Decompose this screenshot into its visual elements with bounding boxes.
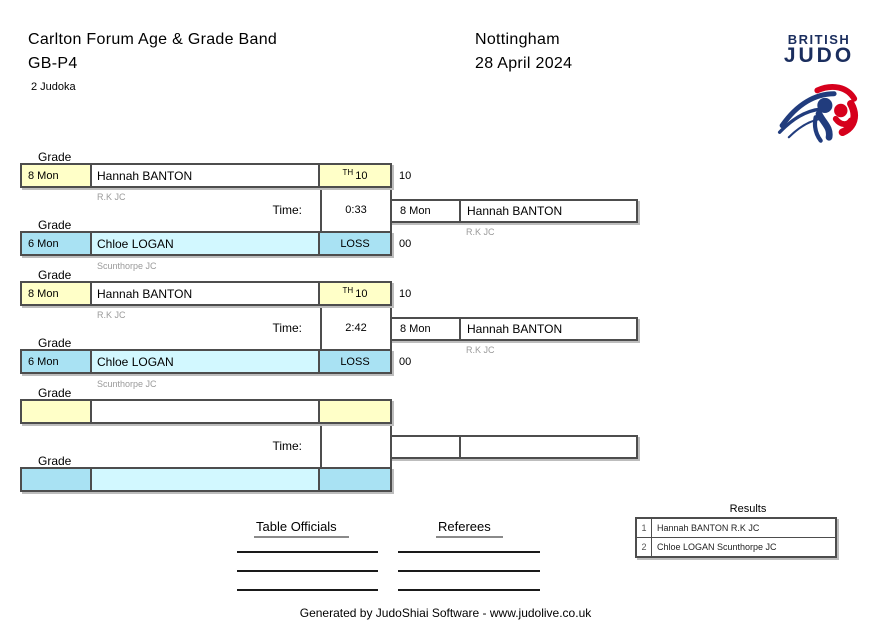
match-bracket-3: Grade Time: Grade bbox=[0, 386, 891, 516]
winner-name-cell bbox=[461, 437, 636, 457]
winner-club: R.K JC bbox=[466, 345, 495, 355]
player1-points: 10 bbox=[399, 170, 412, 182]
player1-points: 10 bbox=[399, 288, 412, 300]
score-value: LOSS bbox=[340, 355, 370, 368]
signature-line bbox=[237, 551, 378, 553]
time-value-cell bbox=[320, 422, 392, 469]
result-name: Chloe LOGAN Scunthorpe JC bbox=[657, 542, 777, 552]
grade-label: Grade bbox=[38, 218, 72, 232]
player1-grade-cell: 8 Mon bbox=[22, 283, 92, 304]
player2-name-cell: Chloe LOGAN bbox=[92, 351, 320, 372]
winner-box: 8 Mon Hannah BANTON bbox=[390, 199, 638, 223]
player1-score-cell bbox=[320, 401, 390, 422]
time-value-cell: 0:33 bbox=[320, 186, 392, 233]
winner-grade-cell: 8 Mon bbox=[392, 319, 461, 339]
result-name: Hannah BANTON R.K JC bbox=[657, 523, 760, 533]
judo-figure-icon bbox=[777, 84, 858, 143]
signature-line bbox=[237, 570, 378, 572]
player2-points: 00 bbox=[399, 356, 412, 368]
table-officials-heading: Table Officials bbox=[254, 519, 349, 538]
player2-name-cell bbox=[92, 469, 320, 490]
player1-club: R.K JC bbox=[97, 310, 126, 320]
grade-label: Grade bbox=[38, 268, 72, 282]
score-value: 10 bbox=[355, 169, 368, 182]
category-code: GB-P4 bbox=[28, 55, 78, 72]
time-label: Time: bbox=[272, 439, 302, 453]
results-title: Results bbox=[729, 503, 767, 515]
signature-line bbox=[237, 589, 378, 591]
logo-text-judo: JUDO bbox=[783, 44, 855, 67]
referees-heading: Referees bbox=[436, 519, 503, 538]
score-value: LOSS bbox=[340, 237, 370, 250]
grade-label: Grade bbox=[38, 336, 72, 350]
grade-label: Grade bbox=[38, 150, 72, 164]
player2-row: 6 Mon Chloe LOGAN LOSS bbox=[20, 349, 392, 374]
player1-name-cell bbox=[92, 401, 320, 422]
winner-name-cell: Hannah BANTON bbox=[467, 322, 563, 336]
player1-name-cell: Hannah BANTON bbox=[92, 283, 320, 304]
winner-grade-cell bbox=[392, 437, 461, 457]
judoka-count: 2 Judoka bbox=[31, 81, 76, 93]
logo-text-british: BRITISH bbox=[787, 32, 851, 47]
score-code: TH bbox=[342, 168, 354, 177]
time-value-cell: 2:42 bbox=[320, 304, 392, 351]
player2-club: Scunthorpe JC bbox=[97, 379, 157, 389]
page-title: Carlton Forum Age & Grade Band bbox=[28, 31, 278, 48]
winner-grade-cell: 8 Mon bbox=[392, 201, 461, 221]
signature-line bbox=[398, 570, 540, 572]
player1-club: R.K JC bbox=[97, 192, 126, 202]
winner-club: R.K JC bbox=[466, 227, 495, 237]
venue-name: Nottingham bbox=[475, 31, 560, 48]
score-code: TH bbox=[342, 286, 354, 295]
player1-name-cell: Hannah BANTON bbox=[92, 165, 320, 186]
player1-grade-cell bbox=[22, 401, 92, 422]
winner-box: 8 Mon Hannah BANTON bbox=[390, 317, 638, 341]
time-label: Time: bbox=[272, 321, 302, 335]
player2-points: 00 bbox=[399, 238, 412, 250]
event-date: 28 April 2024 bbox=[475, 55, 573, 72]
results-table: 1 Hannah BANTON R.K JC 2 Chloe LOGAN Scu… bbox=[635, 517, 837, 558]
player2-name-cell: Chloe LOGAN bbox=[92, 233, 320, 254]
player2-grade-cell: 6 Mon bbox=[22, 233, 92, 254]
player2-score-cell bbox=[320, 469, 390, 490]
british-judo-logo: BRITISH JUDO bbox=[766, 32, 872, 149]
player2-row: 6 Mon Chloe LOGAN LOSS bbox=[20, 231, 392, 256]
player2-grade-cell bbox=[22, 469, 92, 490]
player1-row bbox=[20, 399, 392, 424]
player1-grade-cell: 8 Mon bbox=[22, 165, 92, 186]
player2-row bbox=[20, 467, 392, 492]
time-label: Time: bbox=[272, 203, 302, 217]
result-rank: 2 bbox=[637, 538, 652, 556]
result-rank: 1 bbox=[637, 519, 652, 537]
signature-line bbox=[398, 551, 540, 553]
player2-club: Scunthorpe JC bbox=[97, 261, 157, 271]
score-value: 10 bbox=[355, 287, 368, 300]
grade-label: Grade bbox=[38, 386, 72, 400]
player2-score-cell: LOSS bbox=[320, 351, 390, 372]
signature-line bbox=[398, 589, 540, 591]
winner-name-cell: Hannah BANTON bbox=[467, 204, 563, 218]
footer-text: Generated by JudoShiai Software - www.ju… bbox=[299, 606, 592, 620]
winner-box bbox=[390, 435, 638, 459]
grade-label: Grade bbox=[38, 454, 72, 468]
player2-grade-cell: 6 Mon bbox=[22, 351, 92, 372]
result-row: 1 Hannah BANTON R.K JC bbox=[637, 519, 835, 538]
player2-score-cell: LOSS bbox=[320, 233, 390, 254]
result-row: 2 Chloe LOGAN Scunthorpe JC bbox=[637, 538, 835, 556]
